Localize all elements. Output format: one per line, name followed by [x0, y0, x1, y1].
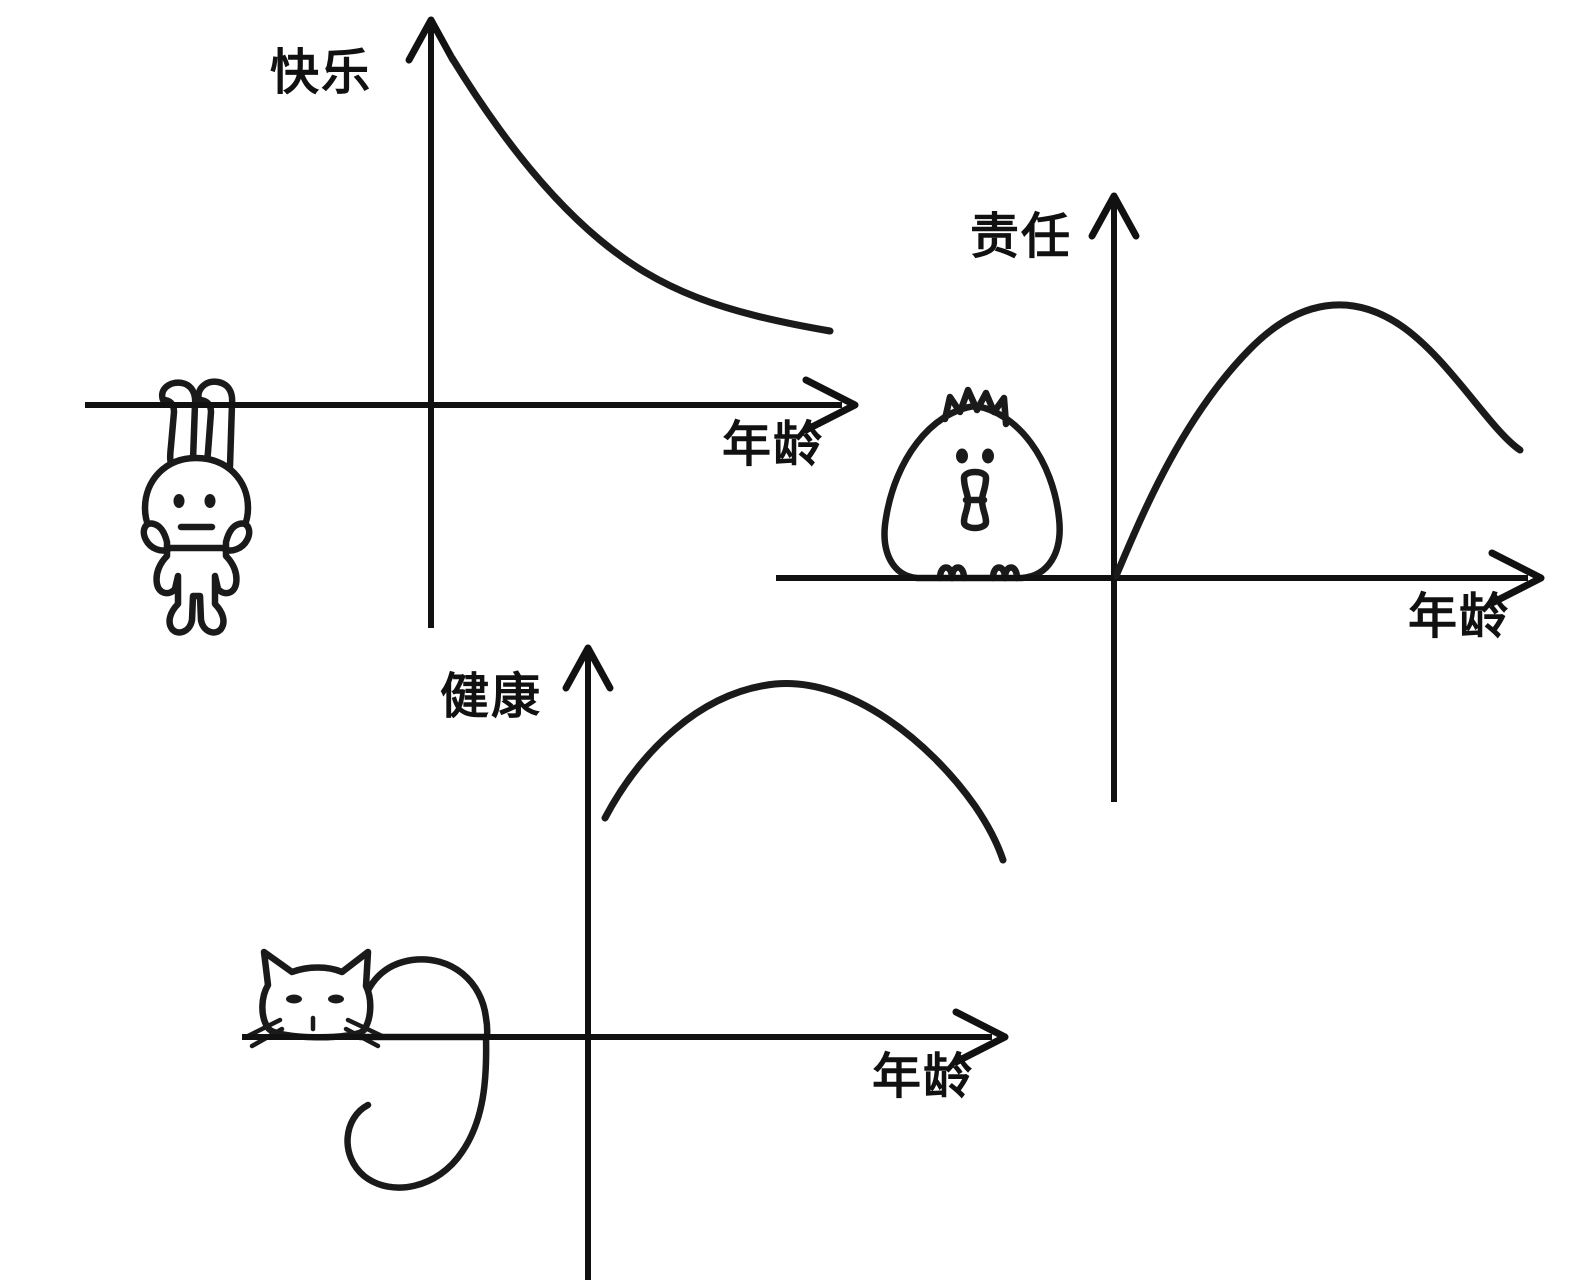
chicken-crest: [941, 386, 1010, 428]
rabbit-left-eye: [173, 494, 185, 508]
cat-tail: [344, 1033, 490, 1191]
health-y-axis-label: 健康: [440, 668, 543, 725]
health-x-axis-arrowhead: [952, 1008, 1009, 1066]
responsibility-x-axis-arrowhead: [1488, 549, 1545, 607]
chart-health: [242, 644, 1009, 1280]
responsibility-y-axis-arrowhead: [1088, 192, 1140, 240]
cat-right-eye: [328, 994, 344, 1004]
rabbit-doodle: [140, 378, 253, 636]
happiness-y-axis-label: 快乐: [270, 44, 373, 101]
chicken-right-eye: [982, 448, 994, 464]
happiness-x-axis-arrowhead: [802, 376, 859, 434]
rabbit-right-eye: [204, 494, 216, 508]
responsibility-curve: [1112, 301, 1524, 580]
responsibility-y-axis: [1088, 192, 1140, 802]
health-x-axis-label: 年龄: [872, 1048, 975, 1105]
happiness-y-axis: [405, 16, 457, 628]
health-y-axis-arrowhead: [562, 644, 614, 692]
chart-responsibility: [776, 192, 1545, 802]
chart-happiness: [85, 16, 859, 636]
happiness-y-axis-arrowhead: [405, 16, 457, 64]
happiness-curve: [448, 54, 834, 335]
chicken-left-eye: [956, 448, 968, 464]
health-y-axis: [562, 644, 614, 1280]
responsibility-y-axis-label: 责任: [970, 208, 1073, 265]
cat-left-eye: [286, 994, 302, 1004]
health-curve: [601, 679, 1007, 864]
responsibility-x-axis-label: 年龄: [1408, 588, 1511, 645]
chicken-doodle: [881, 386, 1063, 582]
happiness-x-axis-label: 年龄: [722, 416, 825, 473]
cat-doodle: [245, 948, 491, 1191]
